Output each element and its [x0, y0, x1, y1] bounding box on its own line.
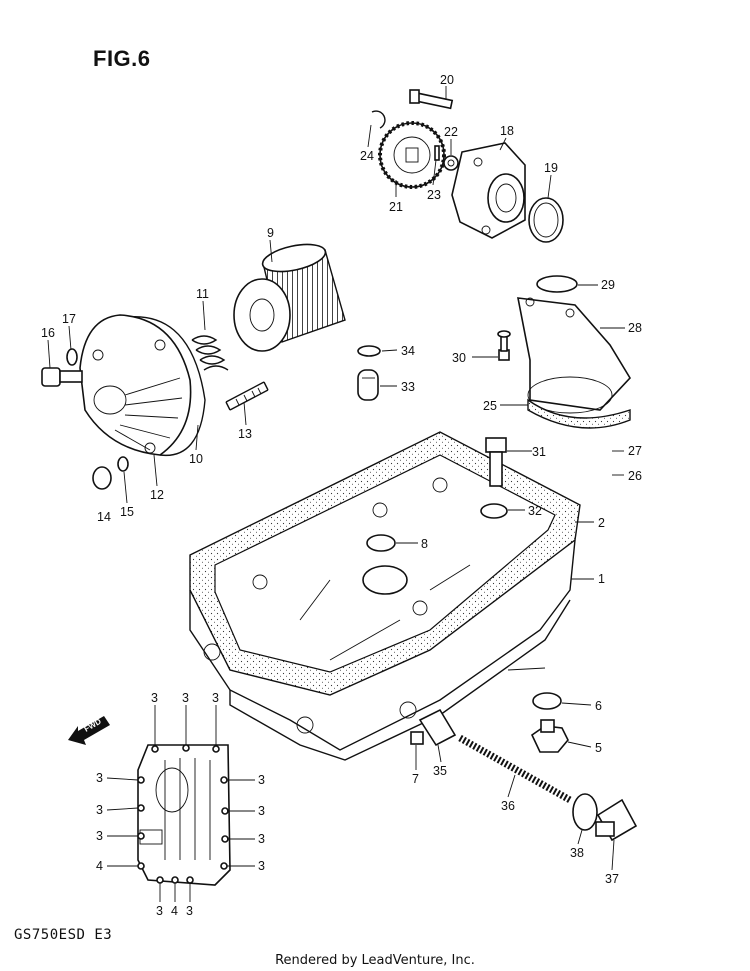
case-o-ring — [536, 275, 578, 293]
relief-spring — [458, 734, 572, 804]
pump-pin — [434, 145, 440, 161]
callout-bolt-3-h: 3 — [258, 804, 265, 818]
pan-plan-view — [137, 744, 231, 886]
callout-31: 31 — [532, 445, 546, 459]
pump-bolt — [409, 89, 454, 110]
callout-33: 33 — [401, 380, 415, 394]
callout-bolt-3-c: 3 — [212, 691, 219, 705]
callout-18: 18 — [500, 124, 514, 138]
callout-21: 21 — [389, 200, 403, 214]
callout-6: 6 — [595, 699, 602, 713]
callout-17: 17 — [62, 312, 76, 326]
filter-spring — [191, 335, 229, 371]
stud-bolt — [225, 381, 269, 411]
union-o-ring — [480, 503, 508, 519]
callout-2: 2 — [598, 516, 605, 530]
nut-washer — [117, 456, 129, 472]
callout-19: 19 — [544, 161, 558, 175]
callout-bolt-3-d: 3 — [96, 771, 103, 785]
filter-cover-o-ring — [109, 315, 206, 457]
leader-lines — [47, 86, 625, 902]
callout-bolt-3-a: 3 — [151, 691, 158, 705]
callout-1: 1 — [598, 572, 605, 586]
callout-bolt-3-b: 3 — [182, 691, 189, 705]
callout-7: 7 — [412, 772, 419, 786]
circlip — [371, 110, 386, 129]
callout-25: 25 — [483, 399, 497, 413]
oil-strainer — [527, 398, 631, 429]
pan-o-ring — [366, 534, 396, 552]
drain-plug — [530, 719, 569, 753]
callout-9: 9 — [267, 226, 274, 240]
oil-pump-drive-gear — [378, 121, 446, 189]
callout-bolt-4-a: 4 — [96, 859, 103, 873]
model-code: GS750ESD E3 — [14, 927, 113, 943]
small-drain-plug — [410, 731, 424, 745]
callout-24: 24 — [360, 149, 374, 163]
drain-gasket — [532, 692, 562, 710]
callout-38: 38 — [570, 846, 584, 860]
oil-pan-body — [189, 454, 576, 761]
pan-union-bolt — [485, 437, 507, 487]
callout-14: 14 — [97, 510, 111, 524]
callout-27: 27 — [628, 444, 642, 458]
callout-11: 11 — [196, 287, 209, 301]
oil-filter-cover — [79, 314, 192, 456]
callout-28: 28 — [628, 321, 642, 335]
cover-washer — [66, 348, 78, 366]
callout-20: 20 — [440, 73, 454, 87]
callout-37: 37 — [605, 872, 619, 886]
plug-gasket — [572, 793, 598, 831]
forward-direction-arrow: FWD — [68, 716, 110, 745]
oil-jet — [357, 369, 379, 401]
callout-bolt-3-e: 3 — [96, 803, 103, 817]
footer-credit: Rendered by LeadVenture, Inc. — [275, 953, 475, 968]
callout-23: 23 — [427, 188, 441, 202]
callout-30: 30 — [452, 351, 466, 365]
callouts: 20 24 22 18 19 23 21 9 11 17 16 13 10 12… — [41, 73, 642, 918]
callout-bolt-3-i: 3 — [258, 832, 265, 846]
pump-o-ring — [528, 197, 564, 243]
callout-8: 8 — [421, 537, 428, 551]
strainer-cap — [517, 297, 631, 414]
callout-13: 13 — [238, 427, 252, 441]
callout-35: 35 — [433, 764, 447, 778]
callout-36: 36 — [501, 799, 515, 813]
pump-washer — [443, 155, 459, 171]
oil-pan-gasket — [189, 431, 581, 696]
callout-34: 34 — [401, 344, 415, 358]
cover-bolt — [41, 367, 83, 387]
callout-10: 10 — [189, 452, 203, 466]
callout-bolt-3-f: 3 — [96, 829, 103, 843]
strainer-screw — [497, 330, 511, 361]
relief-plug — [595, 798, 638, 842]
callout-bolt-3-g: 3 — [258, 773, 265, 787]
figure-title: FIG.6 — [93, 46, 151, 71]
callout-29: 29 — [601, 278, 615, 292]
callout-22: 22 — [444, 125, 458, 139]
callout-bolt-3-j: 3 — [258, 859, 265, 873]
callout-bolt-3-k: 3 — [156, 904, 163, 918]
callout-bolt-3-l: 3 — [186, 904, 193, 918]
oil-pump-body — [451, 142, 526, 239]
callout-5: 5 — [595, 741, 602, 755]
callout-12: 12 — [150, 488, 164, 502]
callout-32: 32 — [528, 504, 542, 518]
relief-sleeve — [418, 708, 457, 747]
small-o-ring — [357, 345, 381, 357]
oil-filter-element — [233, 243, 346, 352]
cap-nut — [92, 466, 112, 490]
callout-bolt-4-b: 4 — [171, 904, 178, 918]
callout-26: 26 — [628, 469, 642, 483]
callout-16: 16 — [41, 326, 55, 340]
callout-15: 15 — [120, 505, 134, 519]
